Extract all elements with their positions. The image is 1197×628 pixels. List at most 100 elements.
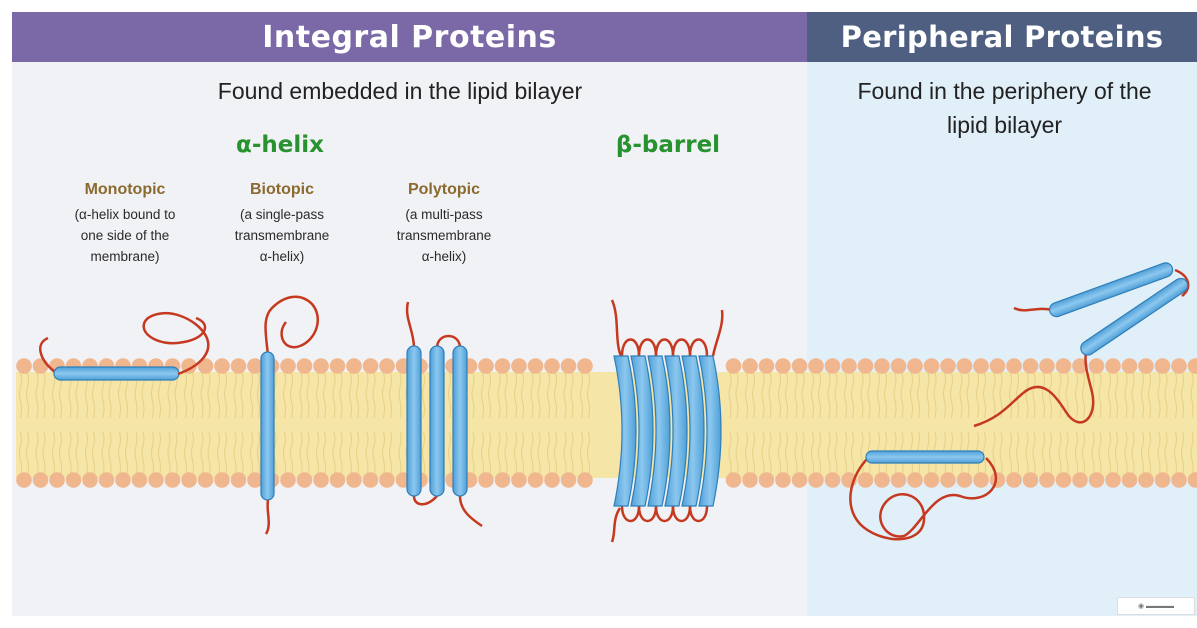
lipid-tail (316, 372, 319, 419)
lipid-head (940, 358, 956, 374)
lipid-tail (867, 372, 871, 419)
lipid-tail (1174, 372, 1177, 419)
lipid-head (131, 472, 148, 488)
lipid-head (16, 358, 32, 374)
lipid-tail (174, 372, 178, 419)
lipid-head (857, 358, 874, 374)
integral-header: Integral Proteins (12, 12, 807, 62)
lipid-tail (471, 372, 475, 419)
polypeptide-loop (1174, 268, 1190, 297)
lipid-tail (910, 372, 913, 419)
peripheral-description: Found in the periphery of the lipid bila… (812, 74, 1197, 142)
lipid-head (346, 358, 362, 374)
lipid-tail (728, 431, 732, 478)
lipid-bilayer (16, 358, 1197, 488)
lipid-head (16, 472, 32, 488)
lipid-tail (448, 431, 451, 478)
lipid-tails (19, 372, 1194, 478)
biotopic-protein (260, 295, 319, 535)
lipid-tail (52, 372, 55, 419)
lipid-head (1039, 472, 1055, 488)
lipid-head (1088, 358, 1105, 374)
lipid-tail (1124, 372, 1128, 419)
lipid-tail (200, 431, 204, 478)
lipid-tail (151, 431, 154, 478)
lipid-tail (1148, 372, 1151, 419)
lipid-head (923, 472, 940, 488)
lipid-head (98, 472, 115, 488)
lipid-head (346, 472, 362, 488)
lipid-head (32, 358, 49, 374)
lipid-tail (570, 431, 574, 478)
lipid-head (362, 472, 379, 488)
lipid-tail (217, 431, 220, 478)
lipid-tail (1009, 431, 1012, 478)
lipid-tail (1065, 431, 1069, 478)
lipid-head (214, 472, 230, 488)
lipid-tail (801, 431, 805, 478)
lipid-tail (35, 431, 39, 478)
lipid-tail (1025, 372, 1029, 419)
lipid-head (1006, 358, 1022, 374)
polypeptide-loop (973, 351, 1095, 428)
lipid-head (329, 472, 346, 488)
lipid-head (577, 472, 593, 488)
beta-strand (664, 355, 688, 507)
lipid-tail (233, 431, 237, 478)
lipid-head (313, 472, 329, 488)
lipid-tail (471, 431, 475, 478)
lipid-tail (745, 372, 748, 419)
lipid-tail (372, 372, 376, 419)
lipid-tail (299, 431, 303, 478)
lipid-tail (761, 431, 765, 478)
lipid-head (544, 472, 560, 488)
lipid-tail (794, 431, 798, 478)
polypeptide-loop (654, 505, 675, 523)
lipid-tail (323, 431, 326, 478)
lipid-tail (1082, 431, 1085, 478)
lipid-tail (19, 431, 22, 478)
lipid-tail (547, 431, 550, 478)
polypeptide-loop (405, 301, 416, 349)
lipid-tail (356, 431, 359, 478)
lipid-head (230, 358, 247, 374)
lipid-tail (992, 431, 996, 478)
lipid-tail (1016, 372, 1019, 419)
lipid-head (1187, 472, 1197, 488)
lipid-tail (745, 431, 748, 478)
lipid-tail (554, 431, 557, 478)
beta-strand (630, 355, 654, 507)
lipid-tail (257, 372, 260, 419)
lipid-head (577, 358, 593, 374)
lipid-tail (1009, 372, 1012, 419)
lipid-tail (141, 431, 145, 478)
lipid-head (1154, 358, 1171, 374)
polypeptide-loop (637, 338, 658, 357)
lipid-tail (768, 372, 772, 419)
lipid-head (1022, 472, 1039, 488)
lipid-tail (933, 372, 937, 419)
lipid-head (1055, 358, 1072, 374)
lipid-head (725, 358, 742, 374)
lipid-head (197, 472, 214, 488)
lipid-tail (290, 372, 293, 419)
lipid-tail (365, 372, 369, 419)
lipid-tail (1098, 431, 1102, 478)
lipid-head (742, 358, 758, 374)
lipid-tail (174, 431, 178, 478)
lipid-tail (125, 431, 128, 478)
lipid-tail (530, 372, 534, 419)
lipid-tail (530, 431, 534, 478)
lipid-tail (1141, 372, 1144, 419)
category-desc-line: membrane) (90, 249, 160, 264)
lipid-tail (587, 372, 590, 419)
polypeptide-loop (264, 295, 319, 357)
lipid-tail (752, 431, 755, 478)
beta-strand (681, 355, 705, 507)
lipid-head (214, 358, 230, 374)
lipid-tail (332, 372, 336, 419)
lipid-tail (339, 431, 343, 478)
lipid-head (329, 358, 346, 374)
lipid-tail (1141, 431, 1144, 478)
